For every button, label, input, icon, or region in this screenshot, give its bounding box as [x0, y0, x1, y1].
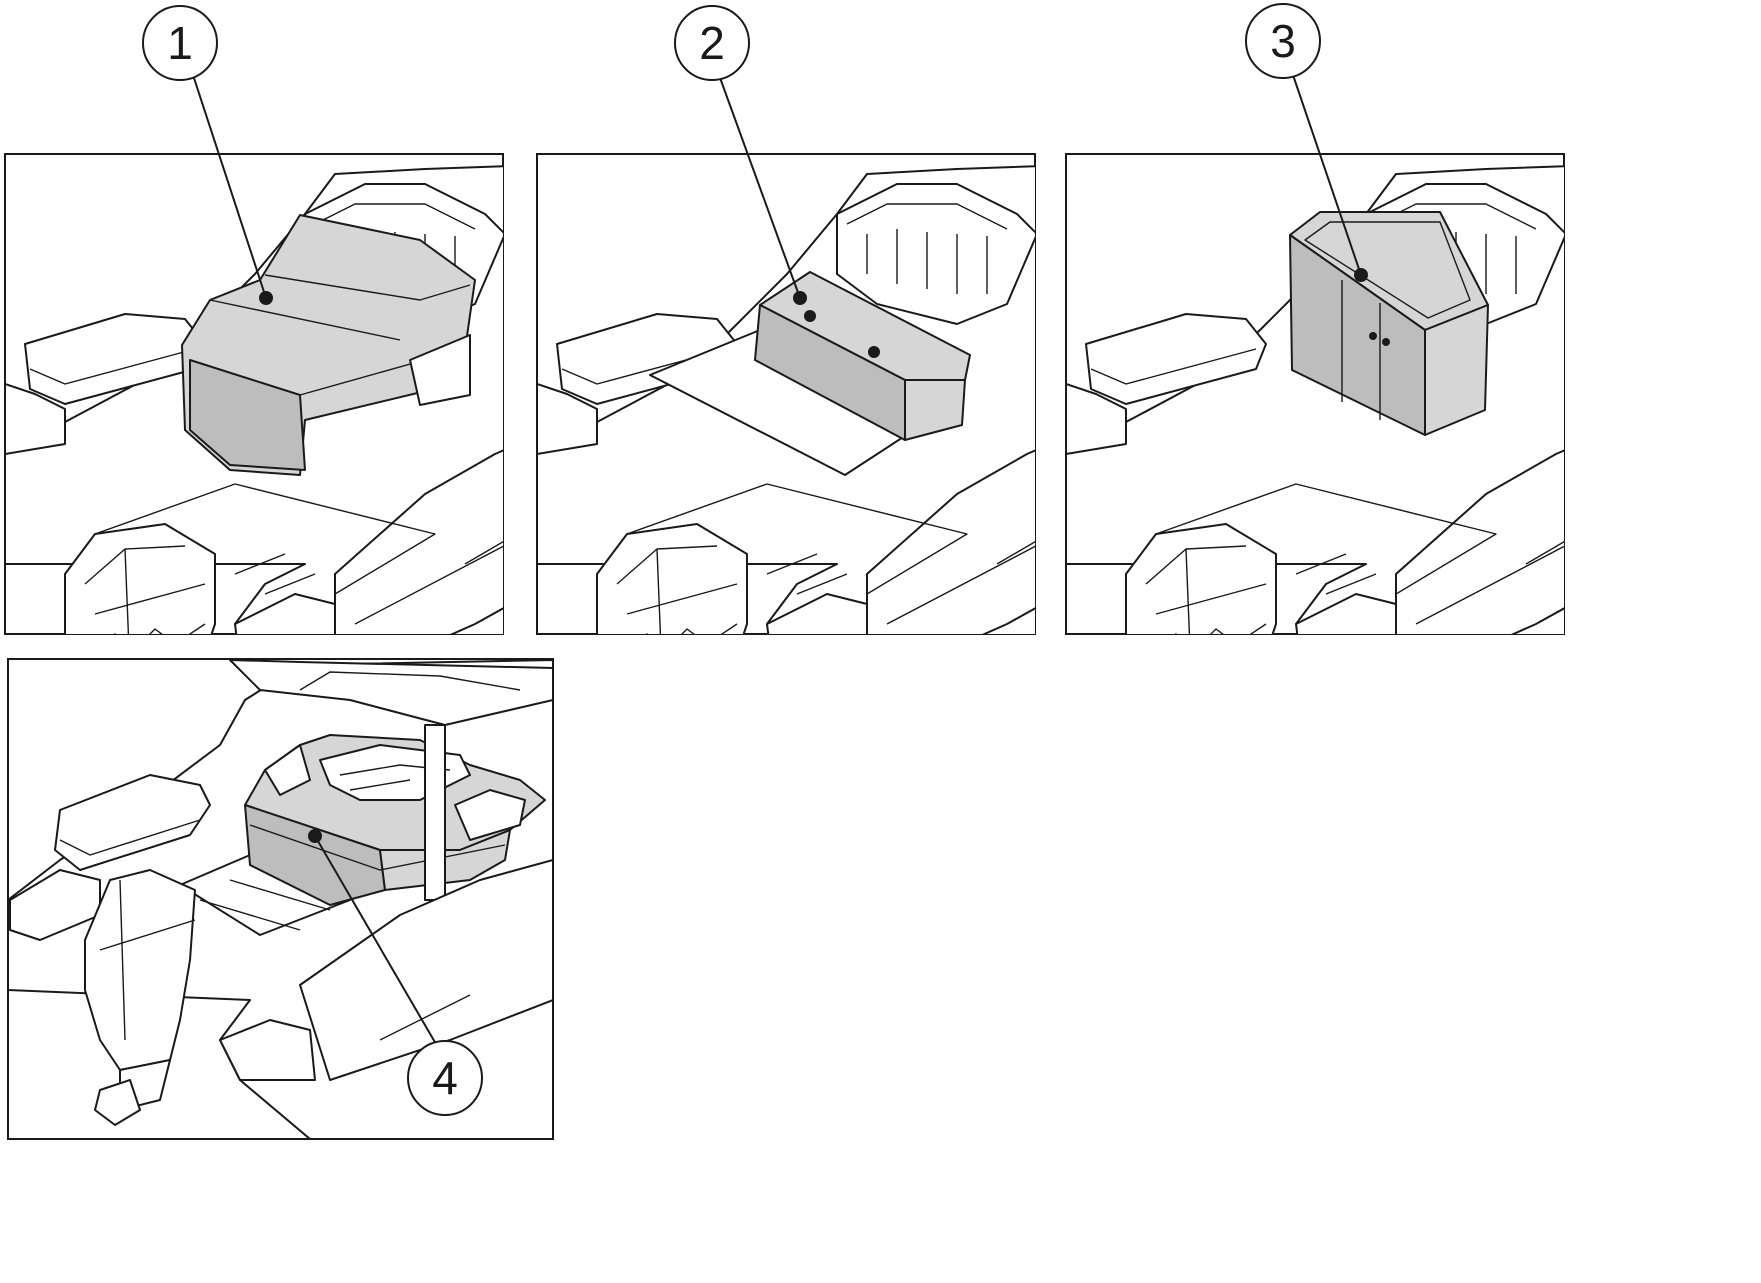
module-2: [754, 271, 971, 441]
leader-line-2: [718, 74, 801, 299]
leader-lines: [192, 74, 1362, 1045]
leader-line-4: [314, 835, 437, 1045]
callout-3-label: 3: [1270, 15, 1296, 67]
panel-3: [1065, 153, 1565, 635]
leader-dot-3: [1354, 268, 1368, 282]
leader-dot-2: [793, 291, 807, 305]
panel-1: [4, 153, 504, 635]
callout-4: 4: [407, 1040, 483, 1116]
callout-3: 3: [1245, 3, 1321, 79]
callout-2-label: 2: [699, 17, 725, 69]
leader-dots: [259, 268, 1368, 843]
panel-2: [536, 153, 1036, 635]
module-4: [244, 734, 546, 906]
leader-dot-1: [259, 291, 273, 305]
callout-1-label: 1: [167, 17, 193, 69]
leader-dot-4: [308, 829, 322, 843]
leader-line-1: [192, 74, 267, 299]
callout-1: 1: [142, 5, 218, 81]
module-3: [1289, 211, 1489, 436]
callout-4-label: 4: [432, 1052, 458, 1104]
callout-2: 2: [674, 5, 750, 81]
leader-line-3: [1292, 74, 1362, 276]
